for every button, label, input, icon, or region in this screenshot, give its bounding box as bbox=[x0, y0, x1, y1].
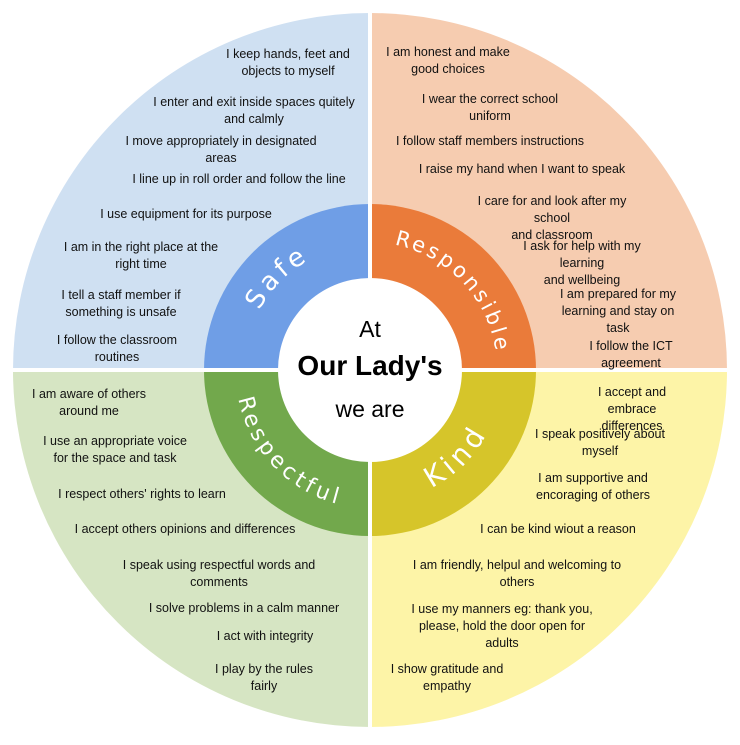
responsible-item: I care for and look after my school and … bbox=[477, 194, 627, 242]
respectful-item: I play by the rules fairly bbox=[215, 662, 313, 693]
responsible-item: I ask for help with my learning and well… bbox=[523, 239, 641, 287]
safe-item: I am in the right place at the right tim… bbox=[63, 240, 219, 271]
center-circle bbox=[278, 278, 462, 462]
center-line-at: At bbox=[359, 316, 381, 342]
safe-item: I tell a staff member if something is un… bbox=[61, 288, 181, 319]
responsible-item: I follow the ICT agreement bbox=[589, 339, 673, 370]
respectful-item: I use an appropriate voice for the space… bbox=[43, 434, 187, 465]
respectful-item: I solve problems in a calm manner bbox=[148, 601, 340, 615]
kind-item: I can be kind wiout a reason bbox=[480, 522, 636, 536]
kind-item: I show gratitude and empathy bbox=[390, 662, 504, 693]
respectful-item: I act with integrity bbox=[216, 629, 314, 643]
respectful-item: I speak using respectful words and comme… bbox=[122, 558, 316, 589]
respectful-item: I accept others opinions and differences bbox=[74, 522, 296, 536]
kind-item: I use my manners eg: thank you, please, … bbox=[411, 602, 593, 650]
safe-item: I enter and exit inside spaces quitely a… bbox=[153, 95, 355, 126]
safe-item: I follow the classroom routines bbox=[56, 333, 178, 364]
safe-item: I keep hands, feet and objects to myself bbox=[226, 47, 350, 78]
kind-item: I speak positively about myself bbox=[535, 427, 665, 458]
safe-item: I use equipment for its purpose bbox=[100, 207, 272, 221]
kind-item: I am friendly, helpul and welcoming to o… bbox=[412, 558, 622, 589]
respectful-item: I respect others' rights to learn bbox=[58, 487, 226, 501]
responsible-item: I am honest and make good choices bbox=[386, 45, 510, 76]
kind-item: I accept and embrace differences bbox=[597, 385, 667, 433]
responsible-item: I raise my hand when I want to speak bbox=[418, 162, 626, 176]
responsible-item: I wear the correct school uniform bbox=[421, 92, 559, 123]
center-line-we-are: we are bbox=[335, 396, 405, 422]
kind-item: I am supportive and encoraging of others bbox=[536, 471, 650, 502]
safe-item: I move appropriately in designated areas bbox=[125, 134, 317, 165]
center-school-name: Our Lady's bbox=[297, 350, 443, 381]
safe-item: I line up in roll order and follow the l… bbox=[132, 172, 346, 186]
respectful-item: I am aware of others around me bbox=[32, 387, 146, 418]
responsible-item: I follow staff members instructions bbox=[395, 134, 585, 148]
responsible-item: I am prepared for my learning and stay o… bbox=[559, 287, 676, 335]
